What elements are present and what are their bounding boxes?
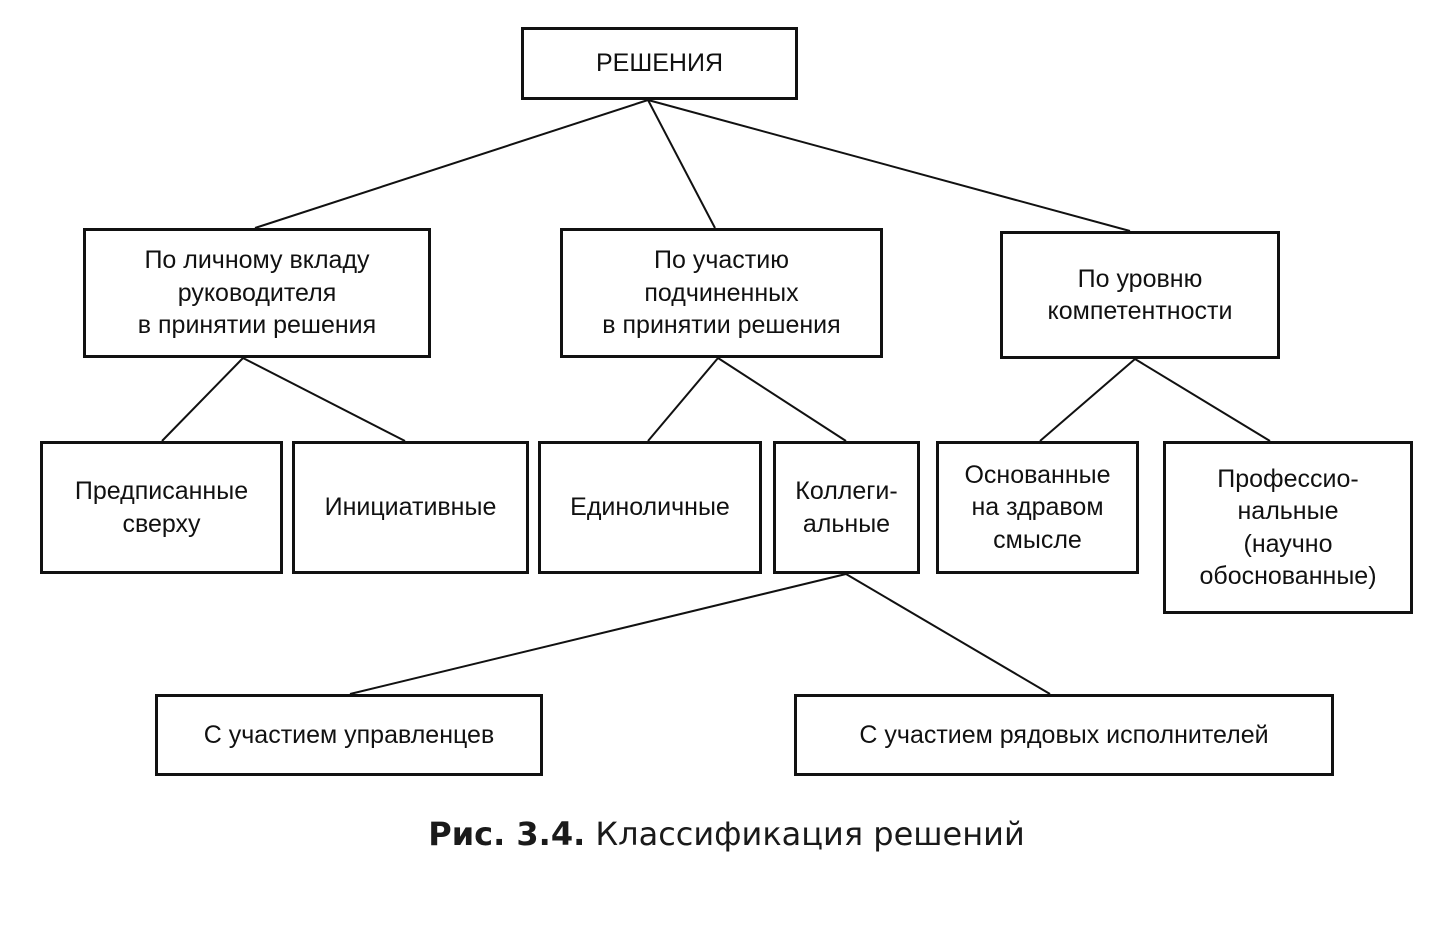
connector-participation-to-collegial bbox=[717, 357, 847, 442]
node-with-managers: С участием управленцев bbox=[155, 694, 543, 776]
figure-title: Классификация решений bbox=[595, 815, 1025, 853]
category-subordinate-participation: По участию подчиненных в принятии решени… bbox=[560, 228, 883, 358]
connector-root-to-personal bbox=[254, 99, 649, 229]
connector-root-to-participation bbox=[647, 99, 716, 229]
node-professional: Профессио- нальные (научно обоснованные) bbox=[1163, 441, 1413, 614]
figure-number: Рис. 3.4. bbox=[428, 815, 586, 853]
node-initiative: Инициативные bbox=[292, 441, 529, 574]
connector-participation-to-sole bbox=[647, 357, 719, 442]
node-common-sense: Основанные на здравом смысле bbox=[936, 441, 1139, 574]
connector-collegial-to-executors bbox=[845, 573, 1051, 695]
category-competence-level: По уровню компетентности bbox=[1000, 231, 1280, 359]
root-node: РЕШЕНИЯ bbox=[521, 27, 798, 100]
node-with-executors: С участием рядовых исполнителей bbox=[794, 694, 1334, 776]
node-sole: Единоличные bbox=[538, 441, 762, 574]
connector-collegial-to-managers bbox=[349, 573, 847, 695]
node-prescribed: Предписанные сверху bbox=[40, 441, 283, 574]
connector-personal-to-initiative bbox=[242, 357, 406, 442]
connector-competence-to-common-sense bbox=[1039, 358, 1136, 442]
category-personal-contribution: По личному вкладу руководителя в приняти… bbox=[83, 228, 431, 358]
node-collegial: Коллеги- альные bbox=[773, 441, 920, 574]
figure-caption: Рис. 3.4. Классификация решений bbox=[0, 815, 1453, 853]
connector-personal-to-prescribed bbox=[161, 357, 244, 442]
connector-root-to-competence bbox=[647, 99, 1131, 232]
connector-competence-to-professional bbox=[1134, 358, 1271, 442]
